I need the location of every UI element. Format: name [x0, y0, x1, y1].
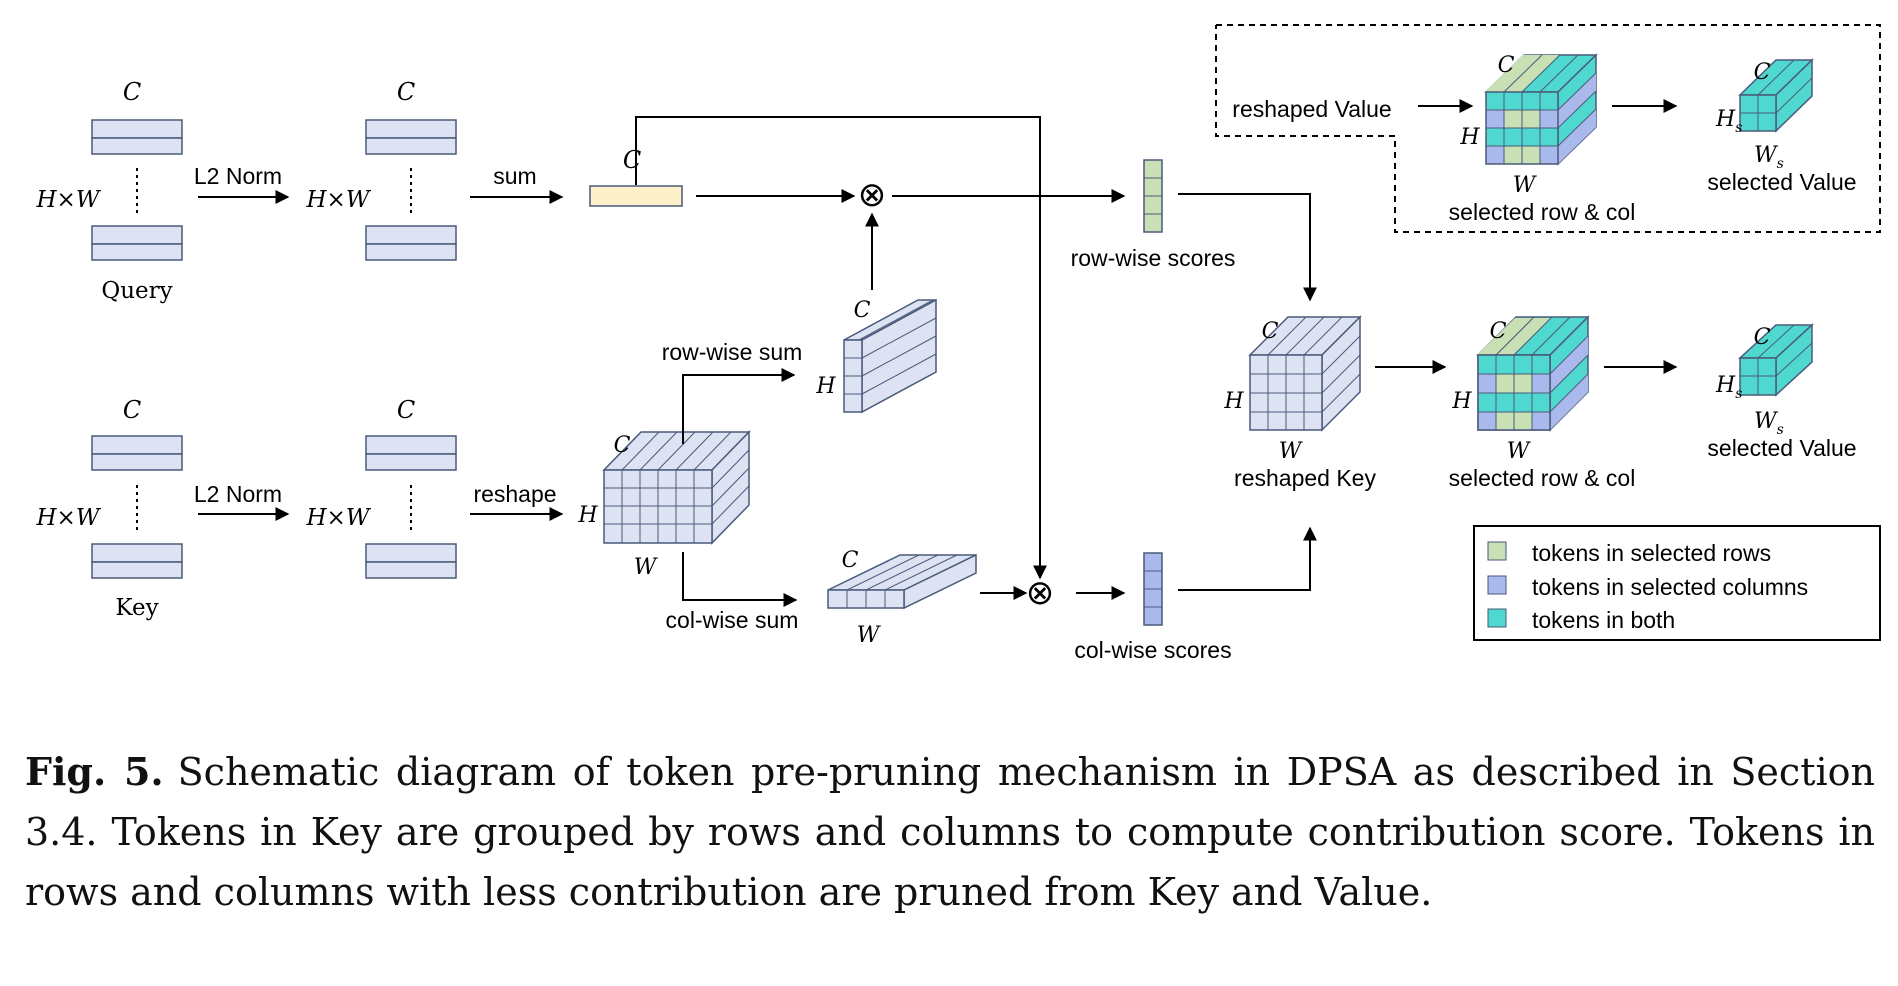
label-w: W — [1507, 439, 1532, 464]
token-bar — [91, 435, 183, 455]
query-label: Query — [101, 278, 172, 304]
query-branch: C H×W Query L2 Norm C H×W sum C — [36, 78, 856, 304]
figure-caption: Fig. 5.Schematic diagram of token pre-pr… — [25, 742, 1875, 922]
selected-value-row-col-cube-top: C H W — [1459, 53, 1598, 198]
col-wise-scores-label: col-wise scores — [1074, 637, 1231, 663]
legend-swatch-rows — [1487, 541, 1507, 561]
legend-box — [1473, 525, 1881, 641]
token-bar — [91, 119, 183, 139]
selected-value-label: selected Value — [1707, 435, 1856, 461]
col-wise-scores-vector — [1143, 552, 1163, 626]
key-cube: C H W — [577, 430, 751, 580]
token-bar — [365, 561, 457, 579]
sum-label: sum — [493, 163, 536, 189]
figure-label: Fig. 5. — [25, 749, 164, 794]
selected-value-cube-bottom: C Hs Ws — [1715, 323, 1814, 438]
label-c: C — [1262, 319, 1279, 344]
arrow — [1178, 193, 1317, 302]
token-bar — [91, 225, 183, 245]
selected-row-col-label: selected row & col — [1449, 199, 1636, 225]
label-hxw: H×W — [306, 505, 372, 531]
label-c: C — [397, 396, 415, 424]
key-label: Key — [115, 595, 158, 621]
label-h: H — [1223, 389, 1244, 414]
label-ws: Ws — [1754, 143, 1784, 172]
label-c: C — [1754, 60, 1771, 85]
label-h: H — [1459, 125, 1480, 150]
caption-text: Schematic diagram of token pre-pruning m… — [25, 750, 1875, 914]
token-bar — [365, 137, 457, 155]
label-c: C — [623, 146, 641, 174]
key-branch: C H×W Key L2 Norm C H×W reshape — [36, 396, 564, 621]
reshaped-key-cube: C H W — [1223, 315, 1362, 464]
label-w: W — [1513, 173, 1538, 198]
label-ws: Ws — [1754, 409, 1784, 438]
col-sum-slab: C W — [827, 548, 977, 648]
selected-row-col-label: selected row & col — [1449, 465, 1636, 491]
token-bar — [91, 543, 183, 563]
label-hxw: H×W — [36, 187, 102, 213]
label-h: H — [577, 503, 598, 528]
legend-swatch-cols — [1487, 575, 1507, 595]
legend-item-both: tokens in both — [1532, 607, 1675, 633]
legend-item-cols: tokens in selected columns — [1532, 574, 1808, 600]
label-w: W — [634, 555, 659, 580]
label-hs: Hs — [1715, 107, 1742, 136]
label-c: C — [1498, 53, 1515, 78]
arrow — [682, 552, 798, 607]
label-c: C — [854, 298, 871, 323]
token-bar — [91, 561, 183, 579]
reshaped-key-label: reshaped Key — [1234, 465, 1376, 491]
row-wise-scores-vector — [1143, 159, 1163, 233]
token-bar — [365, 453, 457, 471]
selected-value-cube-top: C Hs Ws — [1715, 58, 1814, 172]
label-w: W — [857, 623, 882, 648]
arrow — [1178, 526, 1317, 591]
label-c: C — [123, 78, 141, 106]
l2-norm-label: L2 Norm — [194, 163, 282, 189]
label-c: C — [614, 433, 631, 458]
token-bar — [365, 243, 457, 261]
token-bar — [365, 225, 457, 245]
multiply-operator: ⊗ — [858, 176, 887, 214]
reshape-label: reshape — [473, 481, 556, 507]
label-c: C — [1490, 319, 1507, 344]
diagram-canvas: C H×W Query L2 Norm C H×W sum C C H×W Ke… — [36, 24, 1881, 663]
label-hxw: H×W — [306, 187, 372, 213]
label-h: H — [815, 374, 836, 399]
label-c: C — [1754, 325, 1771, 350]
token-bar — [91, 243, 183, 261]
legend-swatch-both — [1487, 608, 1507, 628]
reshaped-value-label: reshaped Value — [1232, 96, 1391, 122]
col-wise-sum-label: col-wise sum — [666, 607, 799, 633]
label-w: W — [1279, 439, 1304, 464]
multiply-operator: ⊗ — [1026, 574, 1055, 612]
arrow — [682, 368, 796, 444]
row-wise-scores-label: row-wise scores — [1071, 245, 1236, 271]
row-wise-sum-label: row-wise sum — [662, 339, 803, 365]
token-bar — [365, 435, 457, 455]
summed-query-bar — [589, 185, 683, 207]
label-h: H — [1451, 389, 1472, 414]
arrow — [635, 116, 1047, 580]
label-c: C — [842, 548, 859, 573]
label-c: C — [123, 396, 141, 424]
value-dashed-region — [1215, 24, 1881, 233]
l2-norm-label: L2 Norm — [194, 481, 282, 507]
label-hs: Hs — [1715, 373, 1742, 402]
token-bar — [91, 453, 183, 471]
label-hxw: H×W — [36, 505, 102, 531]
legend: tokens in selected rows tokens in select… — [1473, 525, 1881, 641]
token-bar — [91, 137, 183, 155]
label-c: C — [397, 78, 415, 106]
token-bar — [365, 119, 457, 139]
cube-grid — [604, 431, 750, 543]
selected-key-cube: C H W — [1451, 315, 1590, 464]
selected-value-label: selected Value — [1707, 169, 1856, 195]
row-sum-slab: C H — [815, 298, 937, 414]
legend-item-rows: tokens in selected rows — [1532, 540, 1771, 566]
token-bar — [365, 543, 457, 563]
